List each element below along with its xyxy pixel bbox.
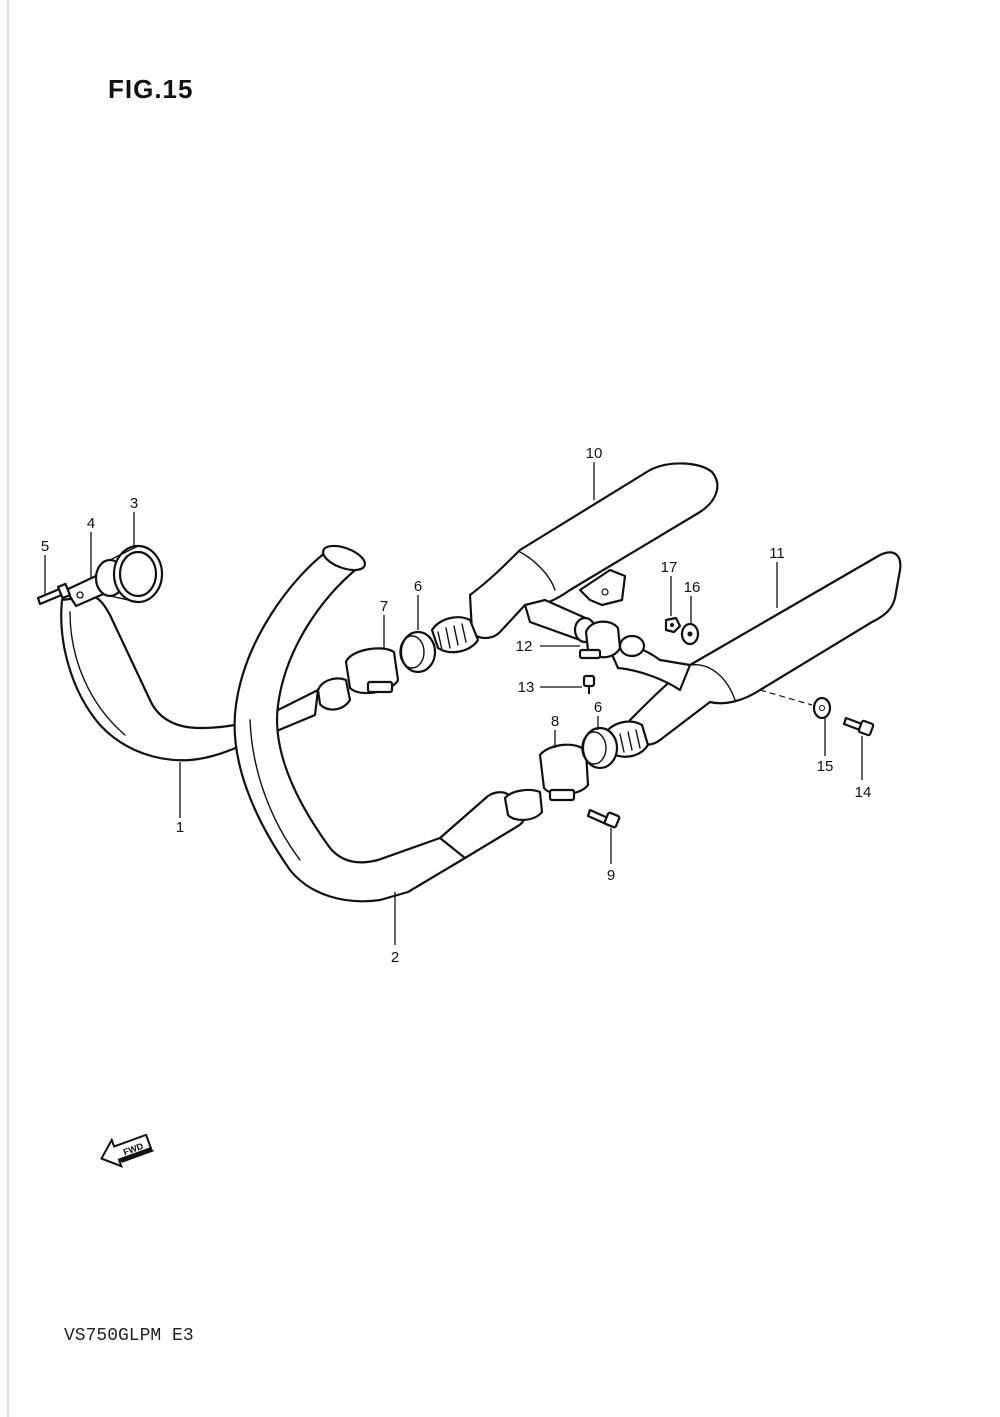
- callout-14: 14: [855, 784, 872, 801]
- callout-13: 13: [518, 679, 535, 696]
- figure-title: FIG.15: [108, 74, 194, 104]
- callout-6-upper: 6: [414, 578, 422, 595]
- upper-clamp: [316, 647, 400, 711]
- lower-clamp: [503, 743, 590, 821]
- exhaust-gasket: [94, 544, 164, 604]
- callout-8: 8: [551, 713, 559, 730]
- upper-seal: [399, 630, 437, 674]
- callout-11: 11: [769, 545, 785, 562]
- callout-1: 1: [176, 819, 184, 836]
- joint-bolt: [582, 674, 596, 694]
- callout-labels: 1 2 3 4 5 6 6 7 8 9 10 11 12 13 14 15 16…: [41, 445, 872, 966]
- callout-15: 15: [817, 758, 834, 775]
- callout-4: 4: [87, 515, 95, 532]
- leader-lines: [44, 462, 863, 945]
- flange-bolt: [36, 582, 72, 606]
- muffler-washer: [759, 689, 832, 720]
- callout-10: 10: [586, 445, 603, 462]
- callout-5: 5: [41, 538, 49, 555]
- clamp-bolt: [586, 808, 621, 829]
- model-code: VS750GLPM E3: [64, 1326, 194, 1346]
- mount-nut: [664, 616, 682, 634]
- callout-9: 9: [607, 867, 615, 884]
- fwd-arrow-icon: FWD: [100, 1133, 155, 1168]
- callout-16: 16: [684, 579, 701, 596]
- rear-exhaust-pipe: [233, 544, 527, 903]
- callout-2: 2: [391, 949, 399, 966]
- mount-washer: [680, 622, 700, 646]
- callout-6-lower: 6: [594, 699, 602, 716]
- callout-3: 3: [130, 495, 138, 512]
- callout-7: 7: [380, 598, 388, 615]
- muffler-joint-clamp: [578, 620, 622, 660]
- callout-12: 12: [516, 638, 533, 655]
- muffler-bolt: [842, 716, 875, 737]
- callout-17: 17: [661, 559, 678, 576]
- lower-seal: [581, 726, 619, 770]
